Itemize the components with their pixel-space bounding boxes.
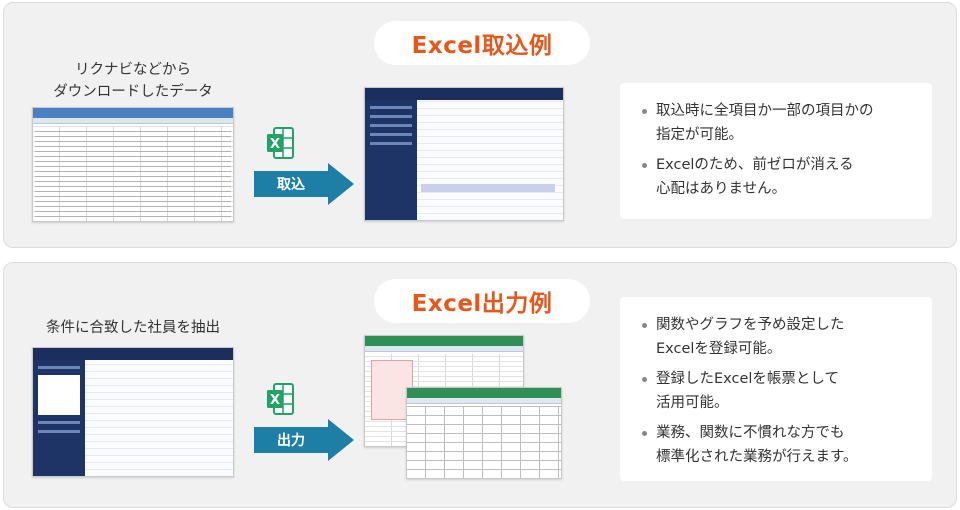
export-note-3: 業務、関数に不慣れな方でも 標準化された業務が行えます。 [642, 421, 916, 469]
export-arrow: 出力 [254, 419, 354, 461]
export-note-1: 関数やグラフを予め設定した Excelを登録可能。 [642, 313, 916, 361]
import-example-panel: Excel取込例 リクナビなどから ダウンロードしたデータ X 取込 [3, 2, 957, 248]
export-note-2: 登録したExcelを帳票として 活用可能。 [642, 367, 916, 415]
import-notes: 取込時に全項目か一部の項目かの 指定が可能。 Excelのため、前ゼロが消える … [620, 83, 932, 219]
import-app-screenshot [364, 87, 564, 221]
import-title: Excel取込例 [374, 21, 590, 65]
import-arrow: 取込 [254, 163, 354, 205]
import-caption-line2: ダウンロードしたデータ [53, 84, 213, 100]
svg-text:X: X [270, 393, 280, 408]
import-caption: リクナビなどから ダウンロードしたデータ [28, 59, 238, 103]
right-arrow-icon [328, 419, 354, 461]
excel-icon: X [267, 127, 294, 159]
export-notes: 関数やグラフを予め設定した Excelを登録可能。 登録したExcelを帳票とし… [620, 297, 932, 481]
export-example-panel: Excel出力例 条件に合致した社員を抽出 X 出力 [3, 262, 957, 508]
excel-icon: X [267, 383, 294, 415]
output-form-screenshot [406, 387, 562, 479]
import-caption-line1: リクナビなどから [75, 62, 191, 78]
svg-text:X: X [270, 137, 280, 152]
export-title: Excel出力例 [374, 279, 590, 323]
right-arrow-icon [328, 163, 354, 205]
export-arrow-label: 出力 [277, 433, 305, 449]
downloaded-data-screenshot [32, 107, 234, 222]
import-note-1: 取込時に全項目か一部の項目かの 指定が可能。 [642, 99, 916, 147]
import-note-2: Excelのため、前ゼロが消える 心配はありません。 [642, 153, 916, 201]
export-caption: 条件に合致した社員を抽出 [46, 320, 220, 336]
import-arrow-label: 取込 [277, 177, 305, 193]
extract-app-screenshot [32, 347, 234, 477]
